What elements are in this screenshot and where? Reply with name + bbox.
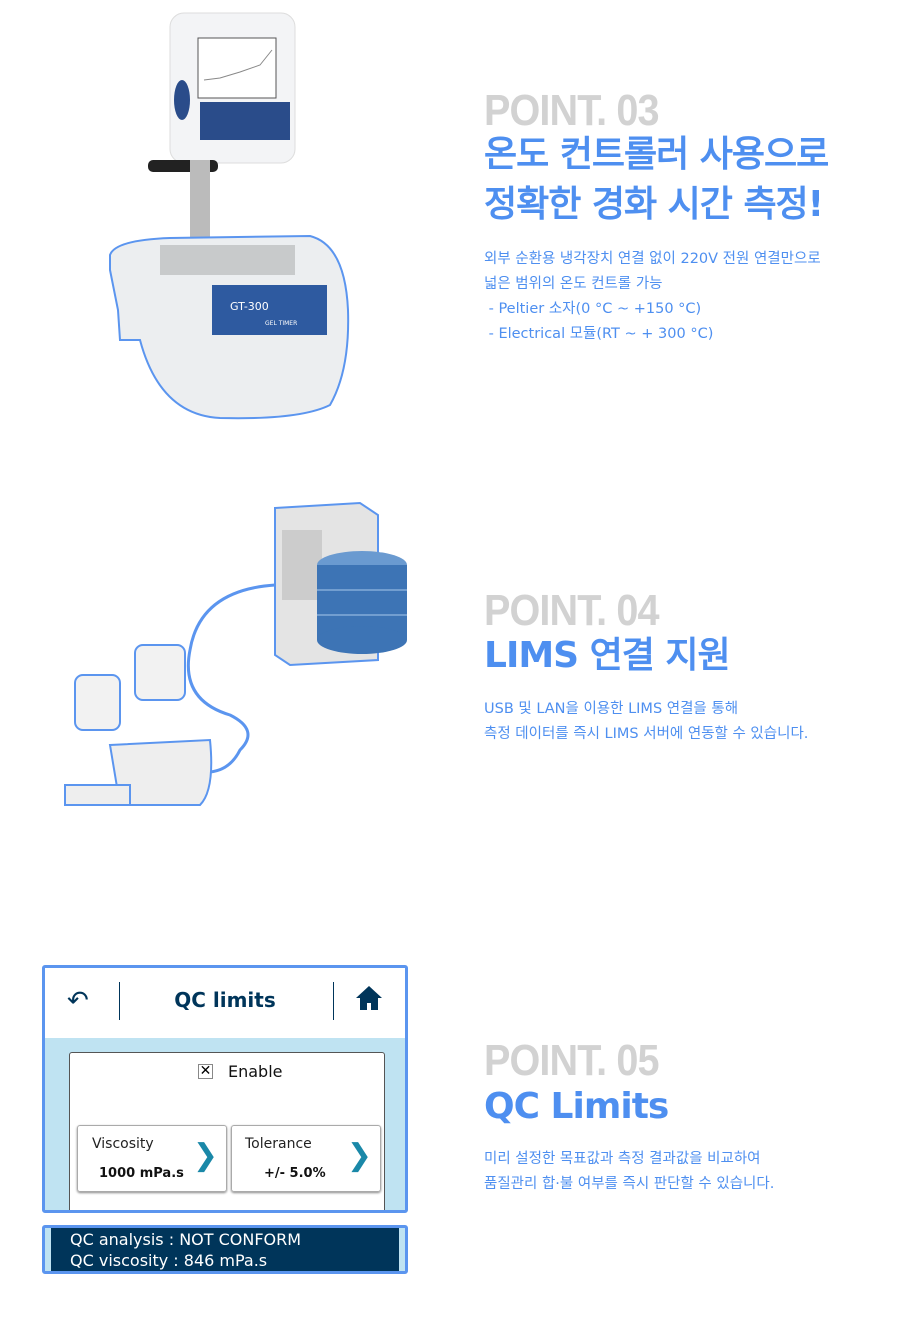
qc-title: QC limits bbox=[174, 988, 276, 1012]
device-screen-label: GT-300 bbox=[230, 300, 269, 313]
viscosity-value: 1000 mPa.s bbox=[99, 1166, 184, 1181]
point-04-description: USB 및 LAN을 이용한 LIMS 연결을 통해 측정 데이터를 즉시 LI… bbox=[484, 697, 808, 747]
qc-limits-panel: ↶ QC limits ✕ Enable Viscosity 1000 mPa.… bbox=[42, 965, 408, 1213]
qc-status-bar: QC analysis : NOT CONFORM QC viscosity :… bbox=[42, 1225, 408, 1274]
body-line: 넓은 범위의 온도 컨트롤 가능 bbox=[484, 276, 663, 292]
point-05-label: POINT. 05 bbox=[484, 1036, 659, 1085]
gel-timer-device-image: GT-300 GEL TIMER bbox=[100, 10, 360, 425]
tolerance-label: Tolerance bbox=[245, 1136, 312, 1152]
title-line: 온도 컨트롤러 사용으로 bbox=[484, 134, 829, 175]
point-05-title: QC Limits bbox=[484, 1082, 669, 1132]
home-button[interactable] bbox=[355, 984, 383, 1016]
point-05-description: 미리 설정한 목표값과 측정 결과값을 비교하여 품질관리 합·불 여부를 즉시… bbox=[484, 1147, 774, 1197]
point-03-label: POINT. 03 bbox=[484, 86, 659, 135]
qc-header: ↶ QC limits bbox=[45, 968, 405, 1038]
back-button[interactable]: ↶ bbox=[67, 986, 89, 1016]
chevron-right-icon: ❯ bbox=[346, 1138, 372, 1173]
checkbox-x-icon: ✕ bbox=[198, 1063, 213, 1079]
enable-label: Enable bbox=[228, 1062, 283, 1081]
title-line: 정확한 경화 시간 측정! bbox=[484, 184, 824, 225]
title-line: LIMS 연결 지원 bbox=[484, 635, 731, 676]
home-icon bbox=[356, 986, 382, 1010]
tolerance-value: +/- 5.0% bbox=[264, 1166, 326, 1181]
body-line: 품질관리 합·불 여부를 즉시 판단할 수 있습니다. bbox=[484, 1176, 775, 1192]
qc-analysis-status: QC analysis : NOT CONFORM bbox=[70, 1230, 302, 1249]
body-line: 미리 설정한 목표값과 측정 결과값을 비교하여 bbox=[484, 1151, 761, 1167]
divider bbox=[333, 982, 334, 1020]
body-line: - Electrical 모듈(RT ~ + 300 °C) bbox=[484, 326, 714, 342]
divider bbox=[119, 982, 120, 1020]
chevron-right-icon: ❯ bbox=[192, 1138, 218, 1173]
body-line: USB 및 LAN을 이용한 LIMS 연결을 통해 bbox=[484, 701, 739, 717]
lims-connection-image bbox=[60, 500, 420, 815]
qc-viscosity-result: QC viscosity : 846 mPa.s bbox=[70, 1251, 268, 1270]
qc-settings-card: ✕ Enable Viscosity 1000 mPa.s ❯ Toleranc… bbox=[69, 1052, 385, 1210]
point-03-title: 온도 컨트롤러 사용으로 정확한 경화 시간 측정! bbox=[484, 130, 829, 230]
qc-status-content: QC analysis : NOT CONFORM QC viscosity :… bbox=[51, 1228, 399, 1271]
viscosity-label: Viscosity bbox=[92, 1136, 154, 1152]
back-arrow-icon: ↶ bbox=[67, 986, 89, 1016]
viscosity-button[interactable]: Viscosity 1000 mPa.s ❯ bbox=[77, 1125, 227, 1192]
tolerance-button[interactable]: Tolerance +/- 5.0% ❯ bbox=[231, 1125, 381, 1192]
point-03-description: 외부 순환용 냉각장치 연결 없이 220V 전원 연결만으로 넓은 범위의 온… bbox=[484, 247, 821, 347]
title-line: QC Limits bbox=[484, 1086, 669, 1127]
point-04-label: POINT. 04 bbox=[484, 586, 659, 635]
body-line: 측정 데이터를 즉시 LIMS 서버에 연동할 수 있습니다. bbox=[484, 726, 809, 742]
body-line: - Peltier 소자(0 °C ~ +150 °C) bbox=[484, 301, 702, 317]
device-brand-label: GEL TIMER bbox=[265, 320, 297, 327]
point-04-title: LIMS 연결 지원 bbox=[484, 631, 731, 681]
enable-checkbox[interactable]: ✕ Enable bbox=[198, 1062, 283, 1081]
body-line: 외부 순환용 냉각장치 연결 없이 220V 전원 연결만으로 bbox=[484, 251, 821, 267]
